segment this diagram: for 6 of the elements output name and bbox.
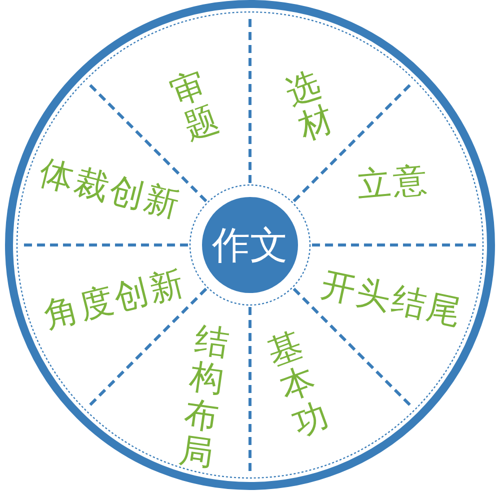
center-circle: 作文 (202, 197, 298, 293)
sector-label: 选材 (281, 66, 339, 148)
sector-label: 立意 (356, 161, 430, 205)
sector-label: 体裁创新 (36, 154, 184, 226)
wheel-drawing (5, 0, 495, 490)
sector-label: 审题 (166, 66, 224, 148)
